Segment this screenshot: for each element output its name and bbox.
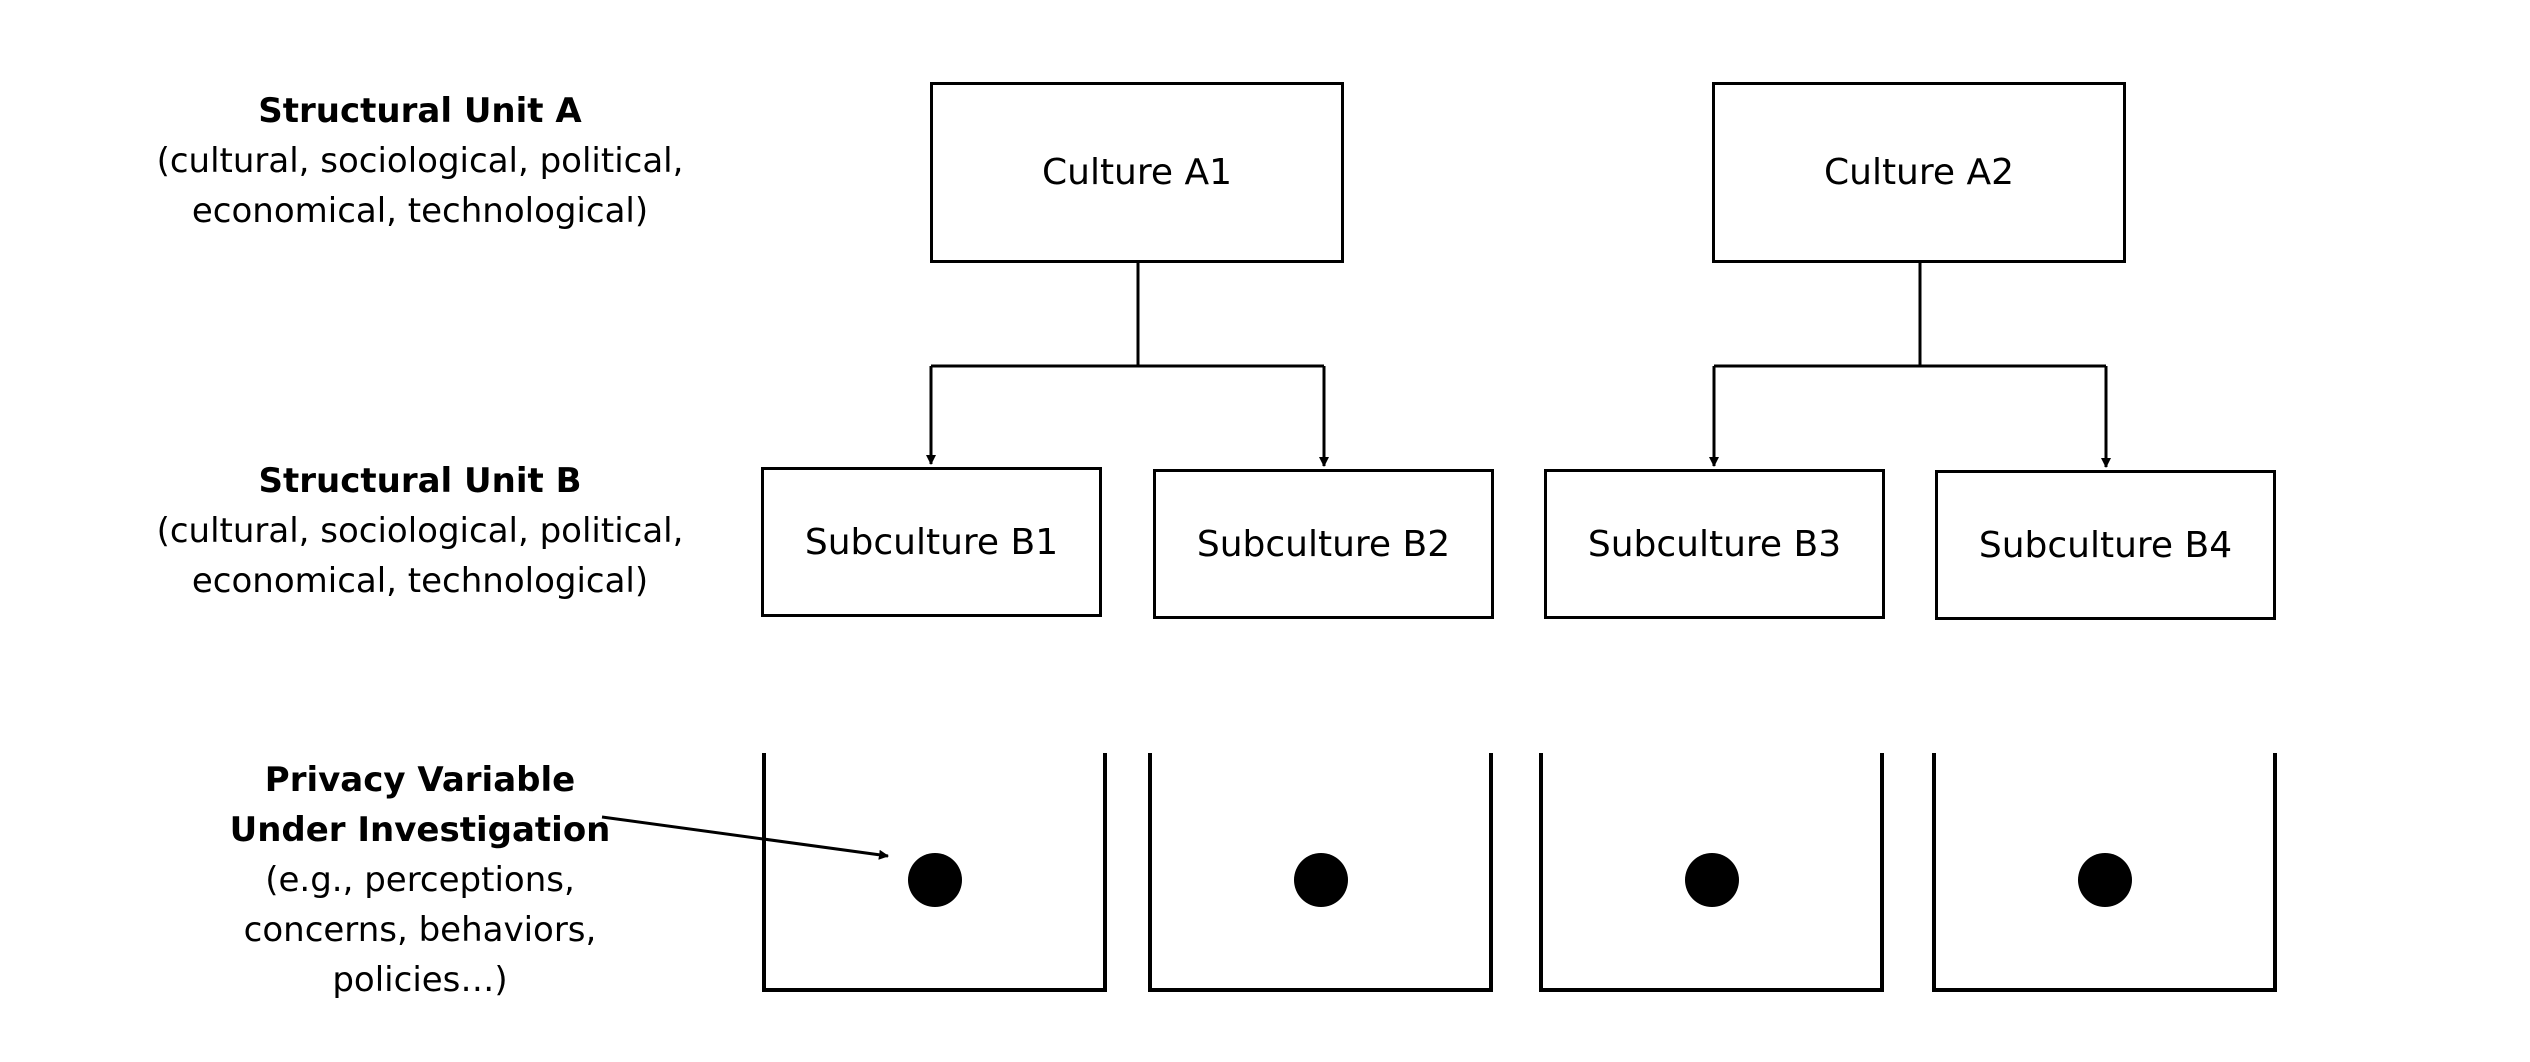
privacy-title-line1: Privacy Variable [264, 760, 576, 800]
privacy-container-b2 [1148, 753, 1493, 992]
structural-unit-a-label: Structural Unit A (cultural, sociologica… [140, 86, 700, 236]
unit-a-desc-line2: economical, technological) [191, 191, 649, 231]
culture-a2-label: Culture A2 [1823, 152, 2015, 193]
culture-a2-box: Culture A2 [1712, 82, 2126, 263]
privacy-variable-label: Privacy Variable Under Investigation (e.… [220, 755, 620, 1005]
subculture-b1-label: Subculture B1 [804, 521, 1059, 563]
subculture-b2-label: Subculture B2 [1196, 523, 1451, 565]
privacy-container-b4 [1932, 753, 2277, 992]
unit-b-desc-line2: economical, technological) [191, 561, 649, 601]
subculture-b3-box: Subculture B3 [1544, 469, 1885, 619]
unit-b-title: Structural Unit B [258, 461, 582, 501]
privacy-desc-line3: policies…) [332, 960, 508, 1000]
privacy-container-b1 [762, 753, 1107, 992]
subculture-b4-label: Subculture B4 [1978, 524, 2233, 566]
privacy-variable-dot [1293, 853, 1348, 907]
structural-unit-b-label: Structural Unit B (cultural, sociologica… [140, 456, 700, 606]
subculture-b2-box: Subculture B2 [1153, 469, 1494, 619]
culture-a1-label: Culture A1 [1041, 152, 1233, 193]
privacy-pointer-arrow [601, 815, 889, 860]
privacy-desc-line1: (e.g., perceptions, [265, 860, 575, 900]
subculture-b4-box: Subculture B4 [1935, 470, 2276, 620]
privacy-variable-dot [907, 853, 962, 907]
culture-a1-box: Culture A1 [930, 82, 1344, 263]
privacy-variable-dot [1684, 853, 1739, 907]
unit-a-desc-line1: (cultural, sociological, political, [156, 141, 684, 181]
unit-b-desc-line1: (cultural, sociological, political, [156, 511, 684, 551]
unit-a-title: Structural Unit A [258, 91, 582, 131]
privacy-title-line2: Under Investigation [229, 810, 611, 850]
subculture-b3-label: Subculture B3 [1587, 523, 1842, 565]
privacy-container-b3 [1539, 753, 1884, 992]
subculture-b1-box: Subculture B1 [761, 467, 1102, 617]
privacy-variable-dot [2077, 853, 2132, 907]
privacy-desc-line2: concerns, behaviors, [243, 910, 597, 950]
